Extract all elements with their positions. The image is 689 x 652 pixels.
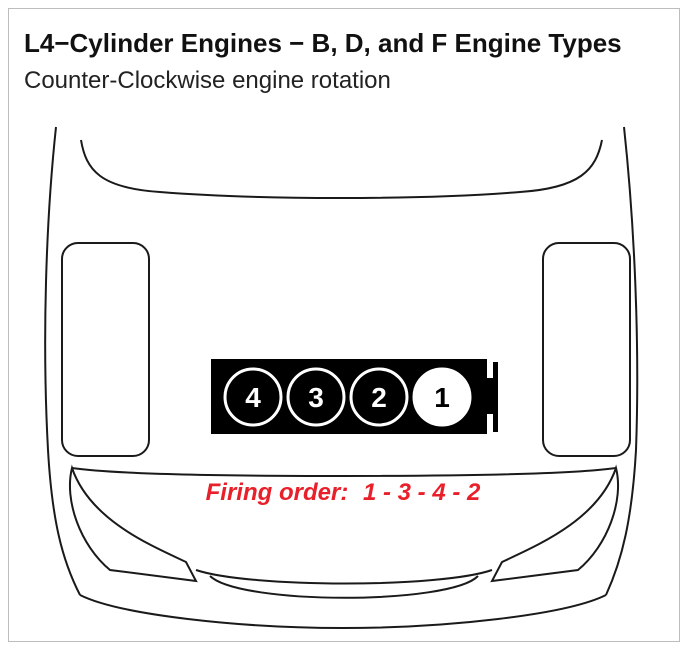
cylinder-number: 1 <box>434 382 450 413</box>
car-body-left-edge <box>44 126 81 596</box>
firing-order-prefix: Firing order: <box>206 479 349 506</box>
firing-order-sequence: 1 - 3 - 4 - 2 <box>363 479 481 506</box>
cylinder-3: 3 <box>286 367 346 427</box>
windshield-curve <box>80 139 603 199</box>
left-wheel-well <box>61 242 150 457</box>
left-headlight <box>68 464 198 583</box>
cylinder-circle <box>223 367 283 427</box>
crank-pulley <box>487 362 498 432</box>
grille-upper-curve <box>71 467 617 478</box>
firing-order-text: Firing order: 1 - 3 - 4 - 2 <box>206 479 481 506</box>
right-headlight <box>490 464 620 583</box>
cylinder-1: 1 <box>412 367 472 427</box>
diagram-title: L4−Cylinder Engines − B, D, and F Engine… <box>24 28 622 58</box>
cylinder-2: 2 <box>349 367 409 427</box>
right-wheel-well <box>542 242 631 457</box>
cylinder-number: 3 <box>308 382 324 413</box>
cylinder-row: 4 3 2 1 <box>223 367 472 427</box>
cylinder-number: 2 <box>371 382 387 413</box>
cylinder-number: 4 <box>245 382 261 413</box>
grille-lower-curve <box>195 569 493 585</box>
cylinder-circle <box>349 367 409 427</box>
cylinder-circle <box>412 367 472 427</box>
diagram-subtitle: Counter-Clockwise engine rotation <box>24 67 391 94</box>
diagram-frame <box>8 8 680 642</box>
grille-bottom-curve <box>209 575 479 599</box>
car-body-right-edge <box>605 126 639 596</box>
front-bumper-outer <box>79 594 607 630</box>
cylinder-circle <box>286 367 346 427</box>
cylinder-4: 4 <box>223 367 283 427</box>
car-outline <box>44 126 639 630</box>
